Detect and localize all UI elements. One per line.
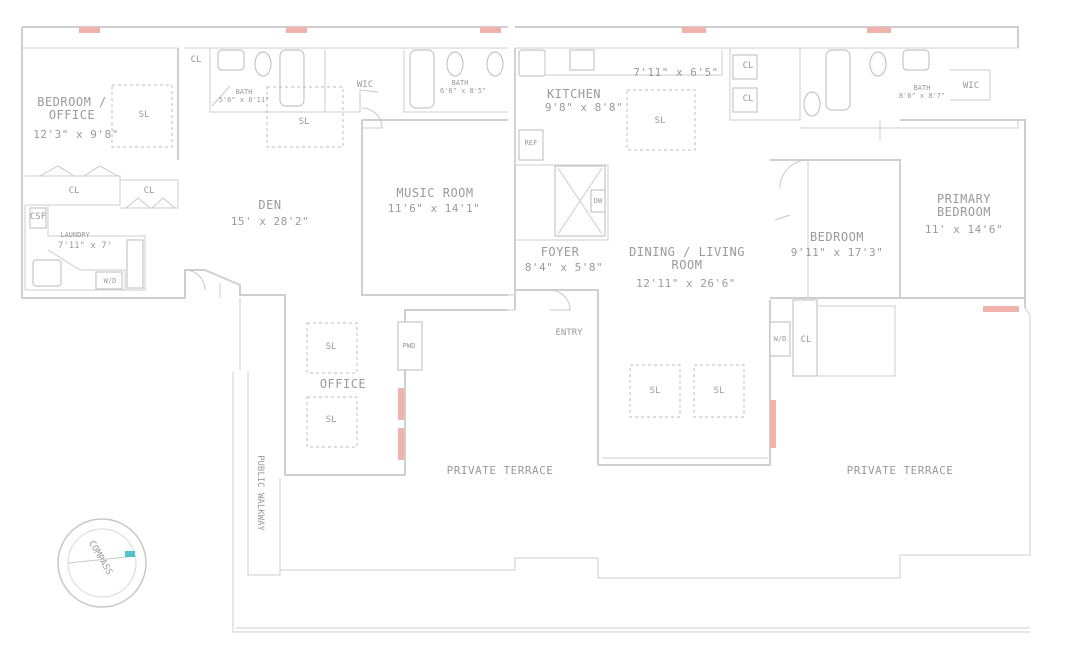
public-walkway-label: PUBLIC WALKWAY xyxy=(255,455,265,531)
room-size-kitchen: 9'8" x 8'8" xyxy=(544,101,624,114)
room-name-den: DEN xyxy=(258,198,282,212)
room-name-kitchen: KITCHEN xyxy=(546,87,602,101)
terrace-label-west: PRIVATE TERRACE xyxy=(446,464,554,477)
bath-size: 8'6" x 8'7" xyxy=(898,92,946,100)
closet-label: CL xyxy=(143,186,155,196)
room-size-bedroom-office: 12'3" x 9'8" xyxy=(33,128,119,141)
wd-label: W/D xyxy=(773,335,787,343)
window-accents xyxy=(79,27,1019,460)
skylight-outlines xyxy=(111,84,745,448)
closet-label: CL xyxy=(190,55,202,65)
room-size-den: 15' x 28'2" xyxy=(230,215,310,228)
terrace-label-east: PRIVATE TERRACE xyxy=(846,464,954,477)
wic-label: WIC xyxy=(962,81,980,91)
closet-label: CL xyxy=(68,186,80,196)
bath-label: BATH xyxy=(913,84,931,92)
skylight-label: SL xyxy=(298,117,310,127)
closet-label: CL xyxy=(742,94,754,104)
bath-label: BATH xyxy=(235,88,253,96)
kitchen-extra-size: 7'11" x 6'5" xyxy=(633,66,719,79)
pwd-label: PWD xyxy=(402,342,416,350)
closet-label: CL xyxy=(742,61,754,71)
csf-label: CSF xyxy=(29,212,47,222)
wd-label: W/D xyxy=(103,277,117,285)
compass-north-label: N xyxy=(127,550,133,558)
bath-size: 6'6" x 8'5" xyxy=(440,87,487,95)
room-size-primary-bedroom: 11' x 14'6" xyxy=(924,223,1004,236)
room-size-dining-living: 12'11" x 26'6" xyxy=(636,277,736,290)
laundry-size: 7'11" x 7' xyxy=(57,241,113,251)
room-name-dining-living: DINING / LIVING ROOM xyxy=(629,245,745,272)
skylight-label: SL xyxy=(654,116,666,126)
bath-label: BATH xyxy=(451,79,469,87)
room-size-bedroom: 9'11" x 17'3" xyxy=(790,246,884,259)
room-name-bedroom-office: BEDROOM / OFFICE xyxy=(37,95,107,122)
west-wing-walls xyxy=(21,26,1031,633)
room-size-music-room: 11'6" x 14'1" xyxy=(387,202,481,215)
skylight-label: SL xyxy=(325,415,337,425)
skylight-label: SL xyxy=(138,110,150,120)
room-size-foyer: 8'4" x 5'8" xyxy=(524,261,604,274)
room-name-foyer: FOYER xyxy=(540,245,580,259)
room-name-primary-bedroom: PRIMARY BEDROOM xyxy=(936,192,992,219)
closet-label: CL xyxy=(800,335,812,345)
room-name-office: OFFICE xyxy=(319,377,367,391)
skylight-label: SL xyxy=(713,386,725,396)
laundry-label: LAUNDRY xyxy=(60,231,90,239)
skylight-label: SL xyxy=(649,386,661,396)
bath-size: 5'6" x 8'11" xyxy=(218,96,270,104)
room-name-music-room: MUSIC ROOM xyxy=(396,186,474,200)
compass-rose xyxy=(57,518,147,608)
ref-label: REF xyxy=(524,139,538,147)
east-wing-walls xyxy=(508,26,1031,466)
dw-label: DW xyxy=(593,197,603,205)
entry-label: ENTRY xyxy=(555,328,583,338)
room-name-bedroom: BEDROOM xyxy=(809,230,865,244)
skylight-label: SL xyxy=(325,342,337,352)
wic-label: WIC xyxy=(356,80,374,90)
